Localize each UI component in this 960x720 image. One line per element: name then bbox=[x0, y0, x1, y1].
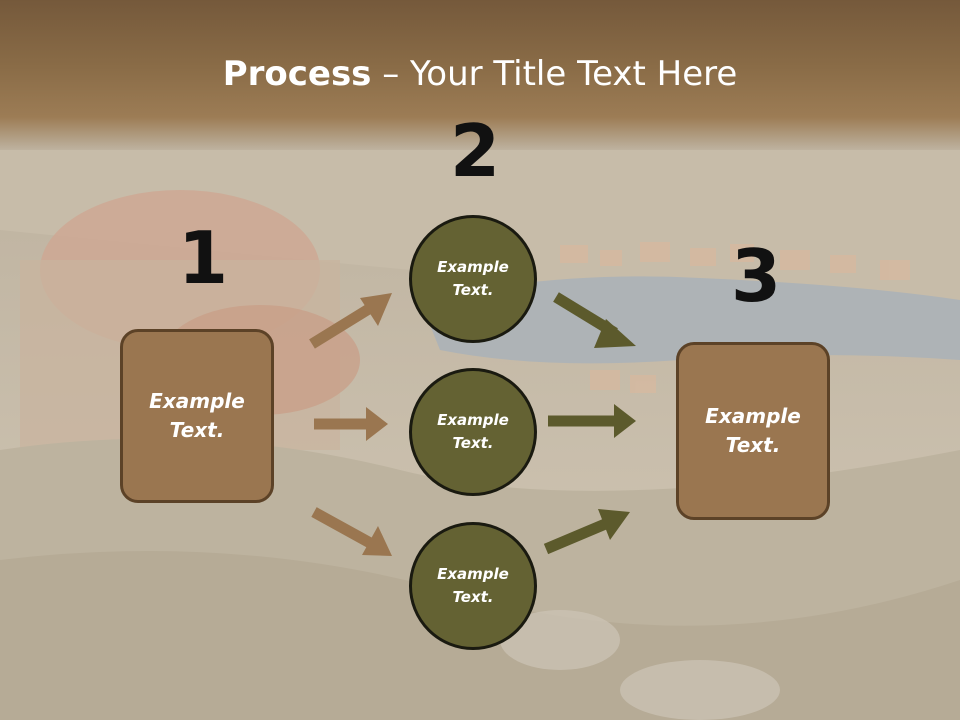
step-box-3-text: Example Text. bbox=[705, 402, 801, 460]
step-box-3: Example Text. bbox=[676, 342, 830, 520]
step-circle-1: Example Text. bbox=[409, 215, 537, 343]
step-circle-2-line1: Example bbox=[437, 411, 509, 429]
step-circle-2-line2: Text. bbox=[452, 434, 494, 452]
arrow-circle3-to-box3 bbox=[543, 509, 630, 555]
step-number-3: 3 bbox=[731, 234, 782, 318]
step-circle-1-line2: Text. bbox=[452, 281, 494, 299]
step-box-3-line1: Example bbox=[705, 404, 801, 428]
step-box-1-line1: Example bbox=[149, 389, 245, 413]
arrow-circle2-to-box3 bbox=[548, 404, 636, 438]
step-box-1-line2: Text. bbox=[169, 418, 225, 442]
arrow-box1-to-circle1 bbox=[309, 293, 392, 349]
slide-title: Process – Your Title Text Here bbox=[0, 54, 960, 94]
step-circle-1-text: Example Text. bbox=[437, 256, 509, 302]
title-bar bbox=[0, 0, 960, 150]
arrow-box1-to-circle2 bbox=[314, 407, 388, 441]
step-circle-1-line1: Example bbox=[437, 258, 509, 276]
step-box-1: Example Text. bbox=[120, 329, 274, 503]
step-circle-3: Example Text. bbox=[409, 522, 537, 650]
title-rest: – Your Title Text Here bbox=[371, 54, 738, 94]
step-circle-3-line2: Text. bbox=[452, 588, 494, 606]
step-box-3-line2: Text. bbox=[725, 433, 781, 457]
step-box-1-text: Example Text. bbox=[149, 387, 245, 445]
step-circle-2-text: Example Text. bbox=[437, 409, 509, 455]
title-bold: Process bbox=[222, 54, 372, 94]
step-circle-3-line1: Example bbox=[437, 565, 509, 583]
step-circle-3-text: Example Text. bbox=[437, 563, 509, 609]
step-number-2: 2 bbox=[450, 109, 501, 193]
arrow-box1-to-circle3 bbox=[311, 507, 392, 556]
step-number-1: 1 bbox=[178, 216, 229, 300]
arrow-circle1-to-box3 bbox=[553, 292, 636, 348]
step-circle-2: Example Text. bbox=[409, 368, 537, 496]
